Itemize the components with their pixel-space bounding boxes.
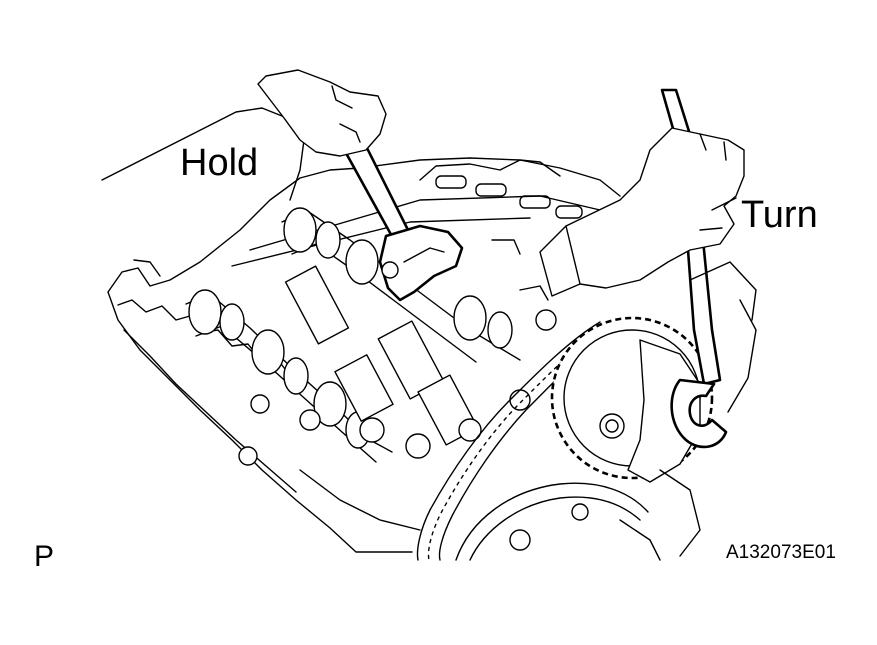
camshaft-right <box>281 207 521 363</box>
cylinder-head <box>107 157 621 553</box>
bearing-caps <box>238 265 589 551</box>
turn-label: Turn <box>741 194 818 236</box>
intake-ports <box>435 175 583 219</box>
camshaft-timing-gear <box>550 316 714 483</box>
hold-label: Hold <box>180 142 259 184</box>
right-hand <box>539 127 745 297</box>
view-marker-p: P <box>34 540 55 573</box>
detail-lines <box>133 239 757 561</box>
lower-sprocket <box>455 482 649 561</box>
figure-code: A132073E01 <box>726 542 836 563</box>
left-hand <box>101 69 387 201</box>
camshaft-left <box>185 289 393 463</box>
